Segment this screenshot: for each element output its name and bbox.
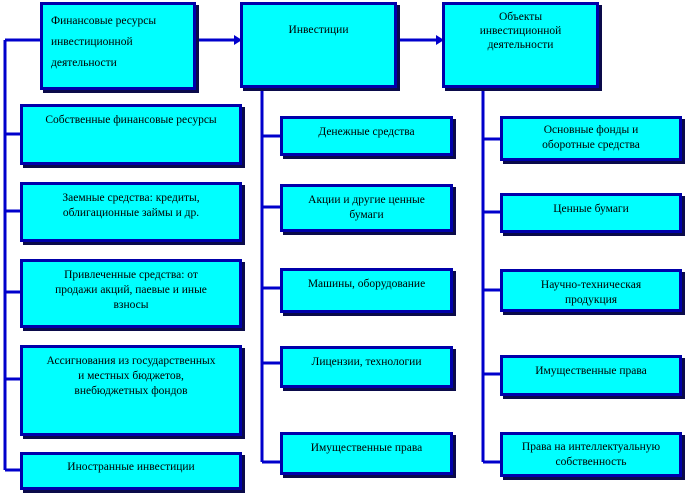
resource-foreign-investments: Иностранные инвестиции: [20, 452, 242, 490]
resource-borrowed-funds: Заемные средства: кредиты, облигационные…: [20, 182, 242, 242]
header-line: деятельности: [487, 39, 554, 51]
box-text: взносы: [113, 299, 149, 311]
box-text: продукция: [564, 294, 618, 306]
box-text: облигационные займы и др.: [62, 207, 200, 219]
box-text: оборотные средства: [542, 139, 640, 151]
box-text: Имущественные права: [535, 365, 647, 377]
arrow-to-investments: [234, 35, 242, 45]
box-text: продажи акций, паевые и иные: [55, 284, 207, 296]
box-text: Ценные бумаги: [553, 203, 629, 215]
box-text: Права на интеллектуальную: [521, 441, 661, 453]
header-line: деятельности: [51, 57, 117, 69]
header-line: Объекты: [498, 11, 543, 23]
investment-machinery: Машины, оборудование: [280, 268, 453, 313]
box-text: Иностранные инвестиции: [67, 461, 195, 473]
object-fixed-assets: Основные фонды и оборотные средства: [500, 116, 682, 161]
header-investment-objects: Объекты инвестиционной деятельности: [442, 2, 599, 88]
box-text: Денежные средства: [318, 126, 415, 138]
investment-shares: Акции и другие ценные бумаги: [280, 184, 453, 232]
header-financial-resources: Финансовые ресурсы инвестиционной деятел…: [40, 2, 196, 90]
box-text: Имущественные права: [310, 442, 423, 454]
header-line: инвестиционной: [479, 25, 562, 37]
resource-budget-allocations: Ассигнования из государственных и местны…: [20, 345, 242, 436]
box-text: Машины, оборудование: [307, 278, 426, 290]
box-text: и местных бюджетов,: [78, 370, 184, 382]
box-text: Лицензии, технологии: [311, 356, 422, 368]
box-text: бумаги: [349, 209, 384, 221]
box-text: Акции и другие ценные: [308, 194, 425, 206]
investment-property-rights: Имущественные права: [280, 432, 453, 475]
object-property-rights: Имущественные права: [500, 355, 682, 396]
header-line: Инвестиции: [288, 24, 349, 36]
box-text: внебюджетных фондов: [74, 385, 188, 397]
header-line: Финансовые ресурсы: [51, 15, 157, 27]
investment-licenses: Лицензии, технологии: [280, 346, 453, 388]
box-text: Заемные средства: кредиты,: [62, 192, 200, 204]
box-text: Собственные финансовые ресурсы: [45, 114, 217, 126]
box-text: Ассигнования из государственных: [46, 355, 216, 367]
object-scientific-products: Научно-техническая продукция: [500, 269, 682, 312]
object-securities: Ценные бумаги: [500, 193, 682, 233]
investment-cash: Денежные средства: [280, 116, 453, 156]
header-investments: Инвестиции: [240, 2, 397, 88]
arrowheads: [234, 35, 444, 45]
box-text: Основные фонды и: [543, 124, 639, 136]
resource-own-funds: Собственные финансовые ресурсы: [20, 104, 242, 165]
arrow-to-objects: [436, 35, 444, 45]
resource-raised-funds: Привлеченные средства: от продажи акций,…: [20, 259, 242, 328]
header-line: инвестиционной: [51, 36, 133, 48]
box-text: собственность: [555, 456, 627, 468]
box-text: Научно-техническая: [540, 279, 642, 291]
object-intellectual-property: Права на интеллектуальную собственность: [500, 432, 682, 477]
box-text: Привлеченные средства: от: [64, 269, 198, 281]
